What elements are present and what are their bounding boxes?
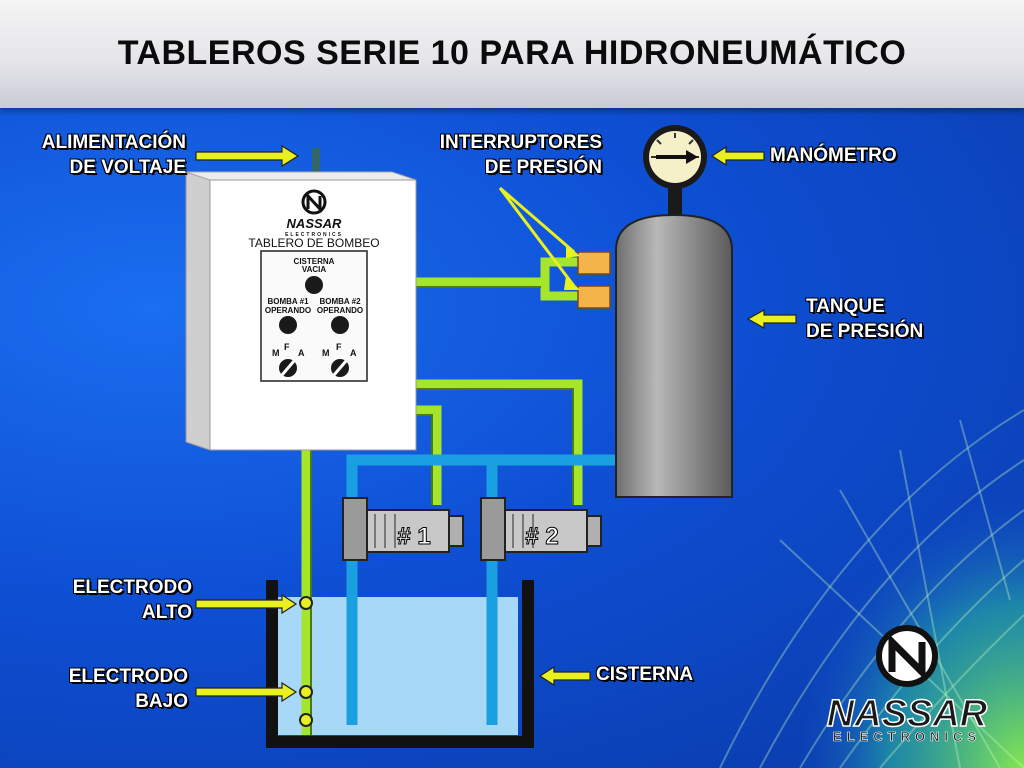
switch1-pointer (280, 360, 296, 376)
switch2-f-label: F (336, 342, 342, 352)
panel-logo-icon (301, 189, 327, 215)
switch2-pointer (332, 360, 348, 376)
panel-brand-sub: ELECTRONICS (285, 232, 343, 238)
electrode-low-line2: BAJO (135, 691, 188, 712)
pump-1 (342, 497, 464, 561)
switch-arrow-1-icon (566, 244, 580, 258)
power-label-line2: DE VOLTAJE (69, 157, 186, 178)
pressure-gauge-icon (643, 125, 707, 189)
pressure-switch-1 (577, 251, 611, 275)
pressure-tank (615, 213, 733, 498)
panel-brand: NASSAR (287, 216, 343, 231)
electrode-low-line1: ELECTRODO (68, 666, 188, 687)
electrode-low-label: ELECTRODO BAJO (20, 664, 188, 714)
cistern-empty-lamp (305, 276, 323, 294)
switch1-a-label: A (298, 348, 305, 358)
panel-name: TABLERO DE BOMBEO (248, 236, 379, 250)
switch2-m-label: M (322, 348, 330, 358)
electrode-low-icon (299, 685, 313, 699)
nassar-logo-icon (876, 625, 938, 687)
cistern-empty-label-1: CISTERNA (294, 257, 335, 266)
electrodes (299, 596, 313, 727)
cistern-water (278, 597, 518, 735)
electrode-high-line1: ELECTRODO (72, 577, 192, 598)
pump2-label-2: OPERANDO (317, 306, 363, 315)
electrode-high-line2: ALTO (142, 602, 192, 623)
electrode-common-icon (299, 713, 313, 727)
gauge-arrow-icon (710, 145, 765, 167)
cistern-arrow-icon (538, 665, 591, 687)
pump1-number: # 1 (397, 523, 430, 550)
cistern-tank (266, 580, 534, 748)
tank-arrow-icon (746, 308, 797, 330)
page-title: TABLEROS SERIE 10 PARA HIDRONEUMÁTICO (117, 34, 907, 72)
pump1-label-2: OPERANDO (265, 306, 311, 315)
switch1-m-label: M (272, 348, 280, 358)
gauge-stem (668, 180, 682, 216)
pump-2 (480, 497, 602, 561)
switch-arrow-2-icon (564, 276, 580, 290)
electrode-high-icon (299, 596, 313, 610)
pressure-switches-label: INTERRUPTORES DE PRESIÓN (380, 130, 602, 180)
electrode-low-arrow-icon (195, 681, 298, 703)
pressure-switch-2 (577, 285, 611, 309)
power-arrow-icon (195, 144, 300, 168)
switches-label-line2: DE PRESIÓN (484, 157, 602, 178)
switches-label-line1: INTERRUPTORES (439, 132, 602, 153)
panel-faceplate (260, 250, 368, 382)
pump2-number: # 2 (525, 523, 558, 550)
pressure-tank-label: TANQUE DE PRESIÓN (806, 294, 923, 344)
cistern-label: CISTERNA (596, 664, 694, 685)
switch2-a-label: A (350, 348, 357, 358)
electrode-high-arrow-icon (195, 593, 298, 615)
pump2-label-1: BOMBA #2 (319, 297, 361, 306)
pump1-lamp (279, 316, 297, 334)
pump1-label-1: BOMBA #1 (267, 297, 309, 306)
switch-callout-lines (498, 186, 576, 287)
title-bar (0, 0, 1024, 108)
power-cable (312, 148, 320, 174)
power-supply-label: ALIMENTACIÓN DE VOLTAJE (6, 130, 186, 180)
logo-sub: ELECTRONICS (833, 729, 981, 744)
tank-label-line2: DE PRESIÓN (806, 321, 924, 342)
switch1-f-label: F (284, 342, 290, 352)
gauge-label: MANÓMETRO (770, 145, 897, 166)
logo-brand: NASSAR (827, 693, 988, 735)
cistern-empty-label-2: VACIA (302, 265, 327, 274)
power-label-line1: ALIMENTACIÓN (41, 132, 186, 153)
callout-arrows (195, 144, 797, 703)
electrode-high-label: ELECTRODO ALTO (20, 575, 192, 625)
tank-label-line1: TANQUE (806, 296, 885, 317)
pump2-lamp (331, 316, 349, 334)
